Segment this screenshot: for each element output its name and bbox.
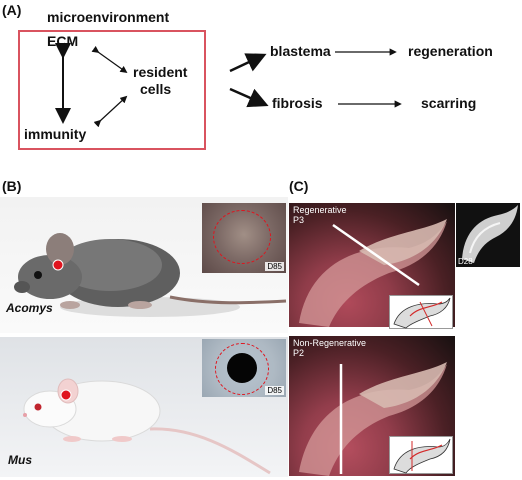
acomys-illustration (14, 233, 287, 317)
regenerative-digit-illustration (299, 219, 447, 327)
microenvironment-label: microenvironment (47, 9, 170, 25)
regeneration-label: regeneration (408, 43, 493, 59)
mus-illustration (23, 378, 271, 475)
panel-b-label: (B) (2, 178, 22, 194)
acomys-inset-day: D85 (265, 262, 284, 271)
to-fibrosis-arrow (229, 87, 269, 108)
panel-a-label: (A) (2, 2, 22, 18)
regenerative-title-line2: P3 (293, 215, 305, 225)
regenerated-bone-illustration (462, 205, 518, 263)
resident-cells-label-line1: resident (133, 64, 188, 80)
acomys-label: Acomys (6, 301, 53, 315)
to-blastema-arrow (229, 53, 267, 73)
panel-c-label: (C) (289, 178, 309, 194)
acomys-wound-outline (213, 210, 271, 264)
fibrosis-label: fibrosis (272, 95, 323, 111)
regenerative-schematic (389, 295, 453, 329)
panel-b-photo-area: D85 Acomys D85 Mus (0, 197, 288, 477)
mus-wound-inset: D85 (202, 339, 286, 397)
mus-inset-day: D85 (265, 386, 284, 395)
non-regenerative-title-line2: P2 (293, 348, 305, 358)
blastema-label: blastema (270, 43, 331, 59)
panel-a-arrows (55, 43, 402, 128)
immunity-cells-arrow (93, 95, 128, 128)
ecm-cells-arrow (91, 45, 128, 74)
acomys-wound-inset: D85 (202, 203, 286, 273)
regenerated-bone-inset: D28 (456, 203, 520, 267)
mus-wound-outline (215, 343, 269, 395)
regenerative-digit-photo: Regenerative P3 (289, 203, 455, 329)
scarring-label: scarring (421, 95, 477, 111)
non-regenerative-digit-illustration (299, 362, 447, 476)
microenvironment-box (18, 30, 206, 150)
non-regenerative-digit-photo: Non-Regenerative P2 (289, 336, 455, 476)
non-regenerative-title-line1: Non-Regenerative (293, 338, 367, 348)
non-regenerative-schematic (389, 436, 453, 474)
regenerative-title-line1: Regenerative (293, 205, 347, 215)
immunity-label: immunity (24, 126, 87, 142)
regenerated-bone-day: D28 (458, 257, 473, 266)
mus-label: Mus (8, 453, 32, 467)
resident-cells-label-line2: cells (140, 81, 172, 97)
